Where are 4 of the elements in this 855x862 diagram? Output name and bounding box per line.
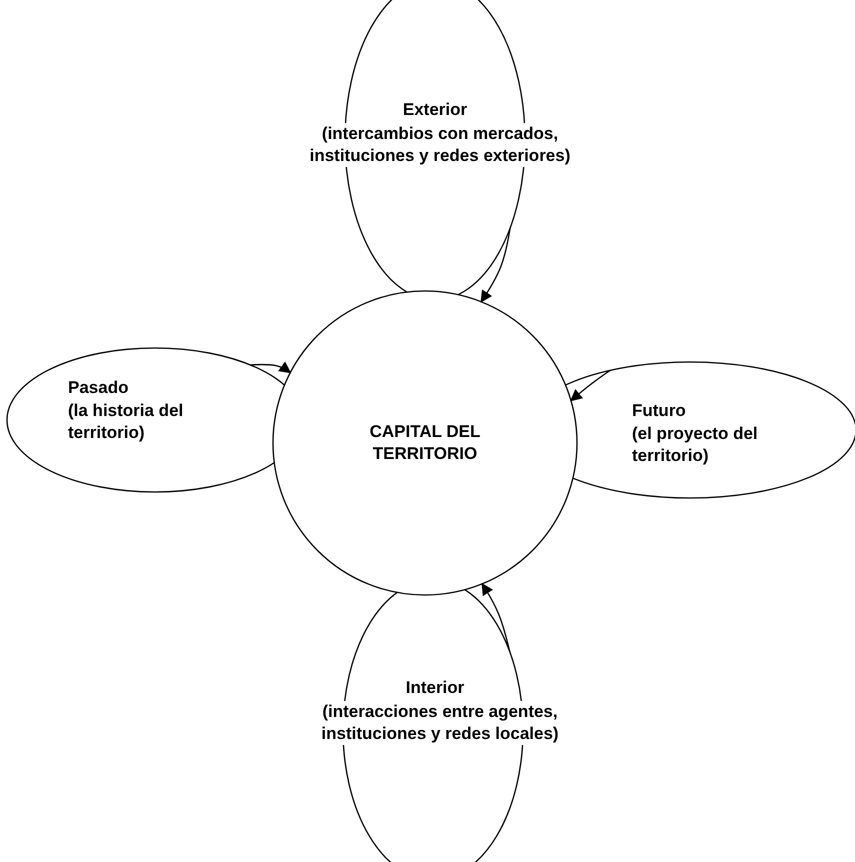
arrow: [480, 228, 511, 303]
arrow: [250, 361, 292, 374]
arrow: [482, 582, 511, 652]
arrow: [570, 370, 610, 402]
